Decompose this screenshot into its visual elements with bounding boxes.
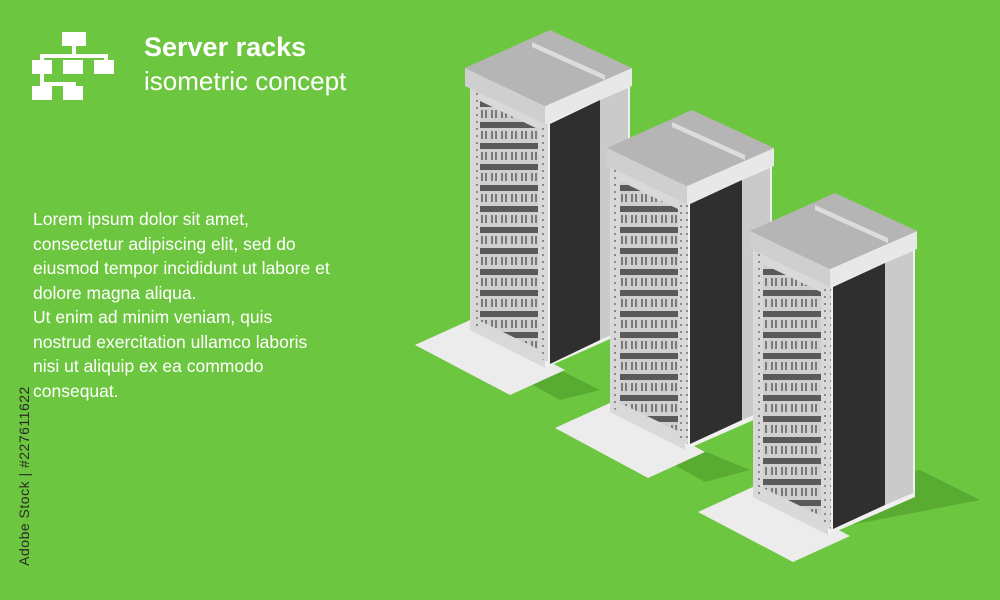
server-rack-icon bbox=[698, 193, 980, 562]
sitemap-icon bbox=[32, 32, 114, 100]
paragraph-2: Ut enim ad minim veniam, quis nostrud ex… bbox=[33, 307, 308, 401]
page-subtitle: isometric concept bbox=[144, 66, 347, 96]
paragraph-1: Lorem ipsum dolor sit amet, consectetur … bbox=[33, 209, 330, 303]
body-text: Lorem ipsum dolor sit amet, consectetur … bbox=[33, 207, 333, 403]
page-title: Server racks bbox=[144, 32, 307, 62]
header: Server racks isometric concept bbox=[30, 30, 346, 100]
server-rack-icon bbox=[415, 30, 632, 400]
